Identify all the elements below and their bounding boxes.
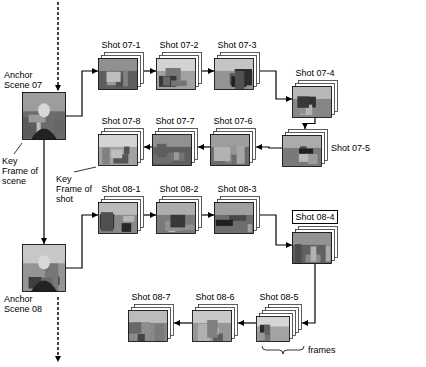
shot-label: Shot 07-4 [295,68,334,78]
key-frame-picture [193,311,232,342]
shot-node: Shot 07-6 [210,116,256,166]
anchor-scene-node: Anchor Scene 08 [4,244,66,314]
shot-key-frame [210,128,256,166]
key-frame-picture [257,317,290,342]
flow-arrow [238,322,256,323]
shot-label: Shot 08-6 [195,292,234,302]
shot-node: Shot 08-7 [128,292,174,342]
shot-node: Shot 07-7 [152,116,198,166]
shot-node: Shot 07-4 [292,68,338,118]
flow-arrow [260,71,292,99]
shot-label: Shot 08-1 [101,184,140,194]
flow-arrow [144,146,152,147]
key-frame-picture [129,311,168,342]
key-frame-picture [153,135,192,166]
flow-arrow [202,70,214,71]
flow-arrow [198,146,210,147]
shot-key-frame [98,128,144,166]
shot-node: Shot 08-2 [156,184,202,234]
shot-label: Shot 08-7 [131,292,170,302]
flow-arrow [174,322,192,323]
flow-arrow [202,214,214,215]
shot-key-frame [192,304,238,342]
key-frame-picture [157,59,196,90]
flow-arrow [260,215,292,245]
key-frame-picture [293,87,332,118]
shot-label: Shot 07-2 [159,40,198,50]
shot-key-frame [214,196,260,234]
key-frame-picture [215,203,254,234]
shot-node: Shot 07-5 [282,129,370,167]
key-frame-picture [211,135,250,166]
key-frame-picture [23,245,66,292]
shot-label: Shot 07-3 [217,40,256,50]
flow-arrow [256,147,282,148]
shot-label: Shot 07-5 [331,143,370,153]
shot-node: Shot 07-2 [156,40,202,90]
shot-key-frame [156,196,202,234]
shot-label: Shot 07-1 [101,40,140,50]
shot-node: Shot 08-6 [192,292,238,342]
outgoing-dotted-arrow [57,297,59,362]
shot-key-frame [292,80,338,118]
shot-key-frame [292,226,338,264]
leader-line [14,143,22,154]
anchor-scene-node: Anchor Scene 07 [4,70,66,140]
boxed-shot-label: Shot 08-4 [292,210,337,224]
shot-label: Shot 08-2 [159,184,198,194]
key-frame-picture [99,203,138,234]
flow-arrow [302,264,315,323]
shot-node: Shot 08-3 [214,184,260,234]
shot-key-frame [282,129,328,167]
key-frame-picture [283,136,322,167]
incoming-dotted-arrow [57,2,59,91]
shot-label: Shot 08-3 [217,184,256,194]
shot-node: Shot 07-8 [98,116,144,166]
scene-key-frame [22,92,66,140]
key-frame-note: Key Frame of scene [2,156,40,186]
shot-label: Shot 07-8 [101,116,140,126]
shot-key-frame [256,304,302,342]
shot-label: Shot 07-7 [155,116,194,126]
shot-node: Shot 08-4 [292,210,338,264]
key-frame-note: Key Frame of shot [56,174,94,204]
shot-key-frame [128,304,174,342]
shot-node: Shot 08-1 [98,184,144,234]
shot-key-frame [98,52,144,90]
scene-key-frame [22,244,66,292]
shot-key-frame [214,52,260,90]
shot-key-frame [98,196,144,234]
key-frame-picture [215,59,254,90]
shot-node: Shot 07-3 [214,40,260,90]
flow-arrow [66,71,98,116]
flow-arrow [66,215,98,268]
flow-arrow [305,118,315,129]
key-frame-picture [293,233,332,264]
frames-brace [262,346,304,354]
shot-label: Shot 07-6 [213,116,252,126]
shot-key-frame [152,128,198,166]
shot-key-frame [156,52,202,90]
frames-note: frames [308,345,336,355]
flow-arrow [144,214,156,215]
leader-line [74,167,96,172]
flow-arrow [43,140,44,244]
key-frame-picture [157,203,196,234]
key-frame-picture [99,59,138,90]
flow-arrow [144,70,156,71]
shot-node: Shot 08-5 [256,292,302,342]
scene-label: Anchor Scene 08 [4,294,48,314]
key-frame-picture [23,93,66,140]
shot-node: Shot 07-1 [98,40,144,90]
key-frame-picture [99,135,138,166]
scene-label: Anchor Scene 07 [4,70,48,90]
shot-label: Shot 08-5 [259,292,298,302]
